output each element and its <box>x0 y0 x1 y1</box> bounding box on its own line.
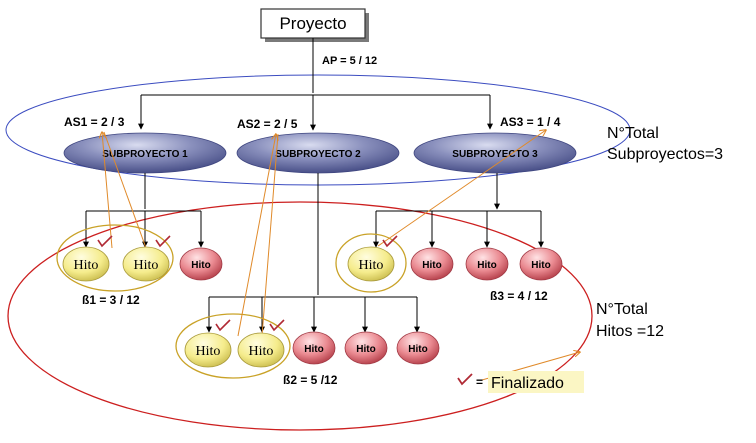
group1-finished-highlight <box>56 224 174 292</box>
project-box <box>260 8 366 39</box>
milestone-label: Hito <box>249 344 274 359</box>
check-icon <box>155 235 171 248</box>
check-icon <box>97 235 113 248</box>
milestone-label: Hito <box>531 260 550 271</box>
milestone-pending <box>179 247 223 281</box>
subproject-1-label: SUBPROYECTO 1 <box>102 149 188 160</box>
subproject-3-label: SUBPROYECTO 3 <box>452 149 538 160</box>
legend-check-icon <box>457 373 473 386</box>
milestone-pending <box>396 331 440 365</box>
milestone-label: Hito <box>356 344 375 355</box>
milestone-label: Hito <box>304 344 323 355</box>
project-label: Proyecto <box>279 14 346 33</box>
milestone-label: Hito <box>408 344 427 355</box>
beta2-label: ß2 = 5 /12 <box>283 373 338 387</box>
milestone-pending <box>465 247 509 281</box>
beta3-label: ß3 = 4 / 12 <box>490 289 548 303</box>
legend-label: Finalizado <box>491 375 564 392</box>
milestone-label: Hito <box>134 258 159 273</box>
beta1-label: ß1 = 3 / 12 <box>82 293 140 307</box>
ap-label: AP = 5 / 12 <box>322 55 377 67</box>
total-subprojects-line2: Subproyectos=3 <box>607 146 723 163</box>
milestone-label: Hito <box>74 258 99 273</box>
milestone-finished <box>122 246 170 282</box>
subproject-3-node <box>413 132 577 174</box>
group2-finished-highlight <box>175 313 291 379</box>
as2-link-2 <box>261 133 279 337</box>
milestone-finished <box>62 246 110 282</box>
as1-label: AS1 = 2 / 3 <box>64 115 125 129</box>
subproject-2-label: SUBPROYECTO 2 <box>275 149 361 160</box>
as1-link-2 <box>103 131 147 249</box>
as2-link-1 <box>237 134 276 337</box>
group3-finished-highlight <box>335 233 407 293</box>
milestones-outline <box>7 201 593 431</box>
milestone-pending <box>292 331 336 365</box>
milestone-label: Hito <box>359 258 384 273</box>
milestone-pending <box>410 247 454 281</box>
total-milestones-line1: N°Total <box>596 301 648 318</box>
legend-box <box>488 371 584 393</box>
milestone-label: Hito <box>196 344 221 359</box>
check-icon <box>269 319 285 332</box>
check-icon <box>215 319 231 332</box>
legend-equals: = <box>476 375 483 389</box>
milestone-finished <box>237 332 285 368</box>
check-icon <box>382 235 398 248</box>
as2-label: AS2 = 2 / 5 <box>237 117 298 131</box>
milestone-finished <box>184 332 232 368</box>
milestone-label: Hito <box>477 260 496 271</box>
milestone-pending <box>344 331 388 365</box>
total-milestones-line2: Hitos =12 <box>596 323 664 340</box>
total-subprojects-line1: N°Total <box>607 125 659 142</box>
milestone-label: Hito <box>191 260 210 271</box>
as1-link-1 <box>102 132 113 249</box>
milestone-label: Hito <box>422 260 441 271</box>
milestone-pending <box>519 247 563 281</box>
as3-link <box>377 130 546 247</box>
as3-label: AS3 = 1 / 4 <box>500 115 561 129</box>
milestone-finished <box>347 246 395 282</box>
